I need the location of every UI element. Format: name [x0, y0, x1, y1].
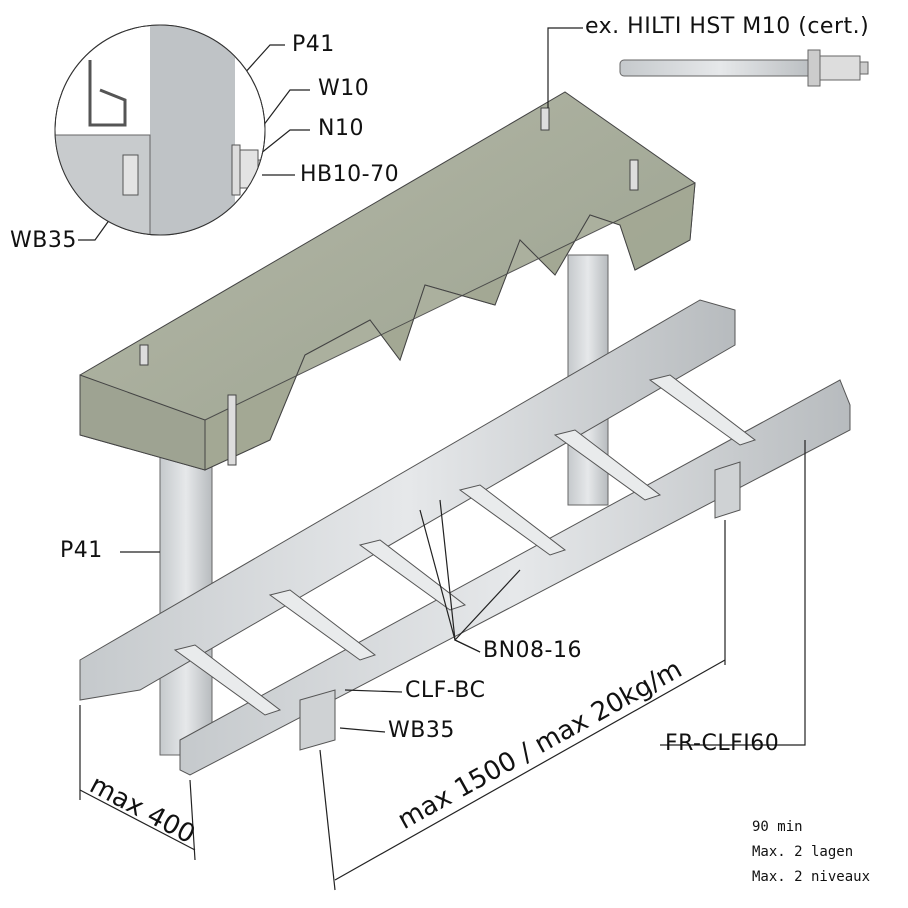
detail-label-hb10-70: HB10-70	[300, 162, 400, 187]
label-fr-clfi60: FR-CLFI60	[665, 731, 780, 756]
dimension-lines	[79, 520, 726, 891]
note-layers: Max. 2 lagen	[752, 844, 854, 860]
hilti-anchor-illustration	[619, 49, 869, 87]
anchor-label: ex. HILTI HST M10 (cert.)	[585, 14, 870, 39]
notes: 90 min Max. 2 lagen Max. 2 niveaux	[752, 815, 870, 890]
note-levels: Max. 2 niveaux	[752, 869, 871, 885]
note-fire-rating: 90 min	[752, 819, 803, 835]
cable-ladder	[79, 299, 851, 776]
anchor-bolts	[139, 107, 639, 466]
label-bn08-16: BN08-16	[483, 638, 582, 663]
detail-label-p41: P41	[292, 32, 335, 57]
wb35-brackets	[299, 461, 741, 751]
detail-label-w10: W10	[318, 76, 370, 101]
concrete-slab	[79, 91, 696, 471]
label-clf-bc: CLF-BC	[405, 678, 486, 703]
detail-circle	[54, 24, 266, 236]
detail-label-n10: N10	[318, 116, 364, 141]
label-p41: P41	[60, 538, 103, 563]
detail-label-wb35: WB35	[10, 228, 77, 253]
label-wb35: WB35	[388, 718, 455, 743]
